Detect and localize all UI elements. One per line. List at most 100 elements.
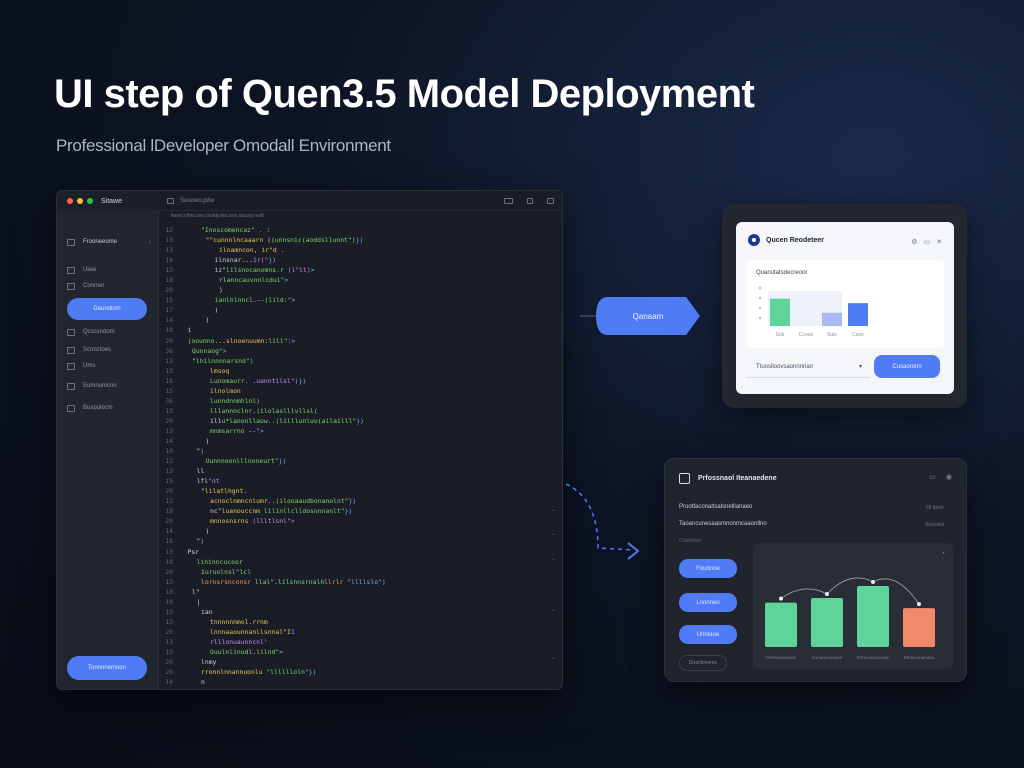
code-token: > <box>310 266 315 275</box>
code-content: Psr <box>183 547 200 557</box>
code-token: }) <box>268 256 277 265</box>
bar-4 <box>848 303 868 326</box>
close-icon[interactable]: ✕ <box>936 239 942 246</box>
sidebar-item[interactable]: Frooneeome › <box>67 235 151 249</box>
code-token: " <box>196 537 201 546</box>
minimize-window-button[interactable] <box>77 198 83 204</box>
sidebar-item[interactable]: Qcscsndom <box>67 325 151 339</box>
code-token: }) <box>355 236 364 245</box>
settings-icon[interactable]: ⚙ <box>911 239 918 246</box>
code-content: "lhilnnnnarsnd") <box>183 356 254 366</box>
editor-tab[interactable]: Suoowo.jotw <box>180 197 215 204</box>
sidebar-item[interactable]: Ums <box>67 359 151 373</box>
sidebar-item[interactable]: Uiew <box>67 263 151 277</box>
line-number: 15 <box>165 477 173 486</box>
line-number: 18 <box>165 276 173 285</box>
code-line: 13 mnmsarrno --"> <box>159 426 562 436</box>
model-panel-card: Qucen Reodeteer ⚙ ▭ ✕ Quanutatsdecreoor … <box>722 204 967 408</box>
split-view-icon[interactable] <box>504 197 513 204</box>
deploy-step-button[interactable]: Qanaam <box>608 297 700 335</box>
trend-point <box>779 596 783 601</box>
list-icon <box>67 266 75 274</box>
sidebar-item[interactable]: Buspulocm <box>67 401 151 415</box>
code-token: lilatlhgnt <box>204 487 244 496</box>
sidebar-item[interactable]: Conmer <box>67 279 151 293</box>
close-window-button[interactable] <box>67 198 73 204</box>
bar-3 <box>822 312 842 326</box>
bar-3 <box>857 585 889 647</box>
code-token: > <box>284 276 289 285</box>
x-tick-label: Ccooe <box>799 332 814 338</box>
line-number: 17 <box>165 306 173 315</box>
sidebar-item-label: Frooneeome <box>83 239 118 245</box>
line-number: 14 <box>165 316 173 325</box>
bar-2 <box>811 597 843 647</box>
code-token: rrnm <box>252 617 268 626</box>
confirm-button[interactable]: Cusaoronn <box>874 355 940 378</box>
code-token: . <box>248 617 253 626</box>
code-token: }) <box>308 668 317 677</box>
code-content: (oounno...slnoenuumn:lill":> <box>183 336 296 346</box>
code-token: (l"lt) <box>287 266 311 275</box>
line-number: 20 <box>165 627 173 636</box>
code-token: " <box>205 236 210 245</box>
line-number: 13 <box>165 467 173 476</box>
copy-icon[interactable] <box>527 197 533 204</box>
line-number: 36 <box>165 396 173 405</box>
maximize-window-button[interactable] <box>87 198 93 204</box>
trend-point <box>917 602 921 607</box>
code-token: lilnd" <box>256 647 280 656</box>
code-token: Uunnnoonlllnoneurt" <box>205 457 279 466</box>
window-icon[interactable]: ▭ <box>923 239 931 246</box>
code-line: 13"lhilnnnnarsnd") <box>159 356 562 366</box>
code-token: ) <box>214 306 219 315</box>
secondary-button[interactable]: Dnanlonemo <box>679 655 727 671</box>
info-icon[interactable]: ◉ <box>945 474 952 481</box>
fold-marker-icon[interactable]: ⌃ <box>550 510 556 516</box>
sidebar-item[interactable]: Eumnumcnn <box>67 379 151 393</box>
action-button-2[interactable]: Lnonneo <box>679 593 737 612</box>
sidebar-item[interactable]: Scnnctoes <box>67 343 151 357</box>
line-number: 20 <box>165 416 173 425</box>
more-options-icon[interactable] <box>547 197 554 204</box>
model-select-dropdown[interactable]: Ttuoslloovsaonnnnan ▾ <box>746 356 870 378</box>
fold-marker-icon[interactable]: ⌃ <box>550 559 556 565</box>
arrow-right-icon <box>627 542 640 560</box>
code-area[interactable]: 12"Inoscomencaz" . :13""cunnnlncaaarn ((… <box>159 225 562 689</box>
window-icon[interactable]: ▭ <box>929 474 936 481</box>
chevron-right-icon: › <box>148 238 151 246</box>
line-number: 13 <box>165 426 173 435</box>
line-number: 15 <box>165 296 173 305</box>
sidebar-primary-button[interactable]: Daundiom <box>67 298 147 320</box>
code-token: .. <box>267 497 276 506</box>
select-value: Ttuoslloovsaonnnnan <box>756 363 814 370</box>
code-token: ' <box>263 637 268 646</box>
fold-marker-icon[interactable]: ⌃ <box>550 658 556 664</box>
fold-marker-icon[interactable]: ⌃ <box>550 610 556 616</box>
code-content: "lilatlhgnt. <box>183 486 247 496</box>
code-content: mnmsarrno --"> <box>183 426 264 436</box>
code-token: }) <box>278 457 287 466</box>
code-content: iuruolnsl"lcl <box>183 567 251 577</box>
line-number: 13 <box>165 266 173 275</box>
fold-marker-icon[interactable]: ⌃ <box>550 534 556 540</box>
code-token: .. <box>267 416 276 425</box>
code-token: ll <box>196 467 205 476</box>
action-button-1[interactable]: Foubnoe <box>679 559 737 578</box>
code-token: lllannnclnr <box>210 406 253 415</box>
line-number: 14 <box>165 678 173 687</box>
sidebar-item-label: Qcscsndom <box>83 329 115 335</box>
environment-panel-title: Prfossnaol Iteanaedene <box>698 475 777 482</box>
action-button-3[interactable]: Unnlaoe <box>679 625 737 644</box>
sidebar-bottom-button[interactable]: Tonnonemoon <box>67 656 147 680</box>
